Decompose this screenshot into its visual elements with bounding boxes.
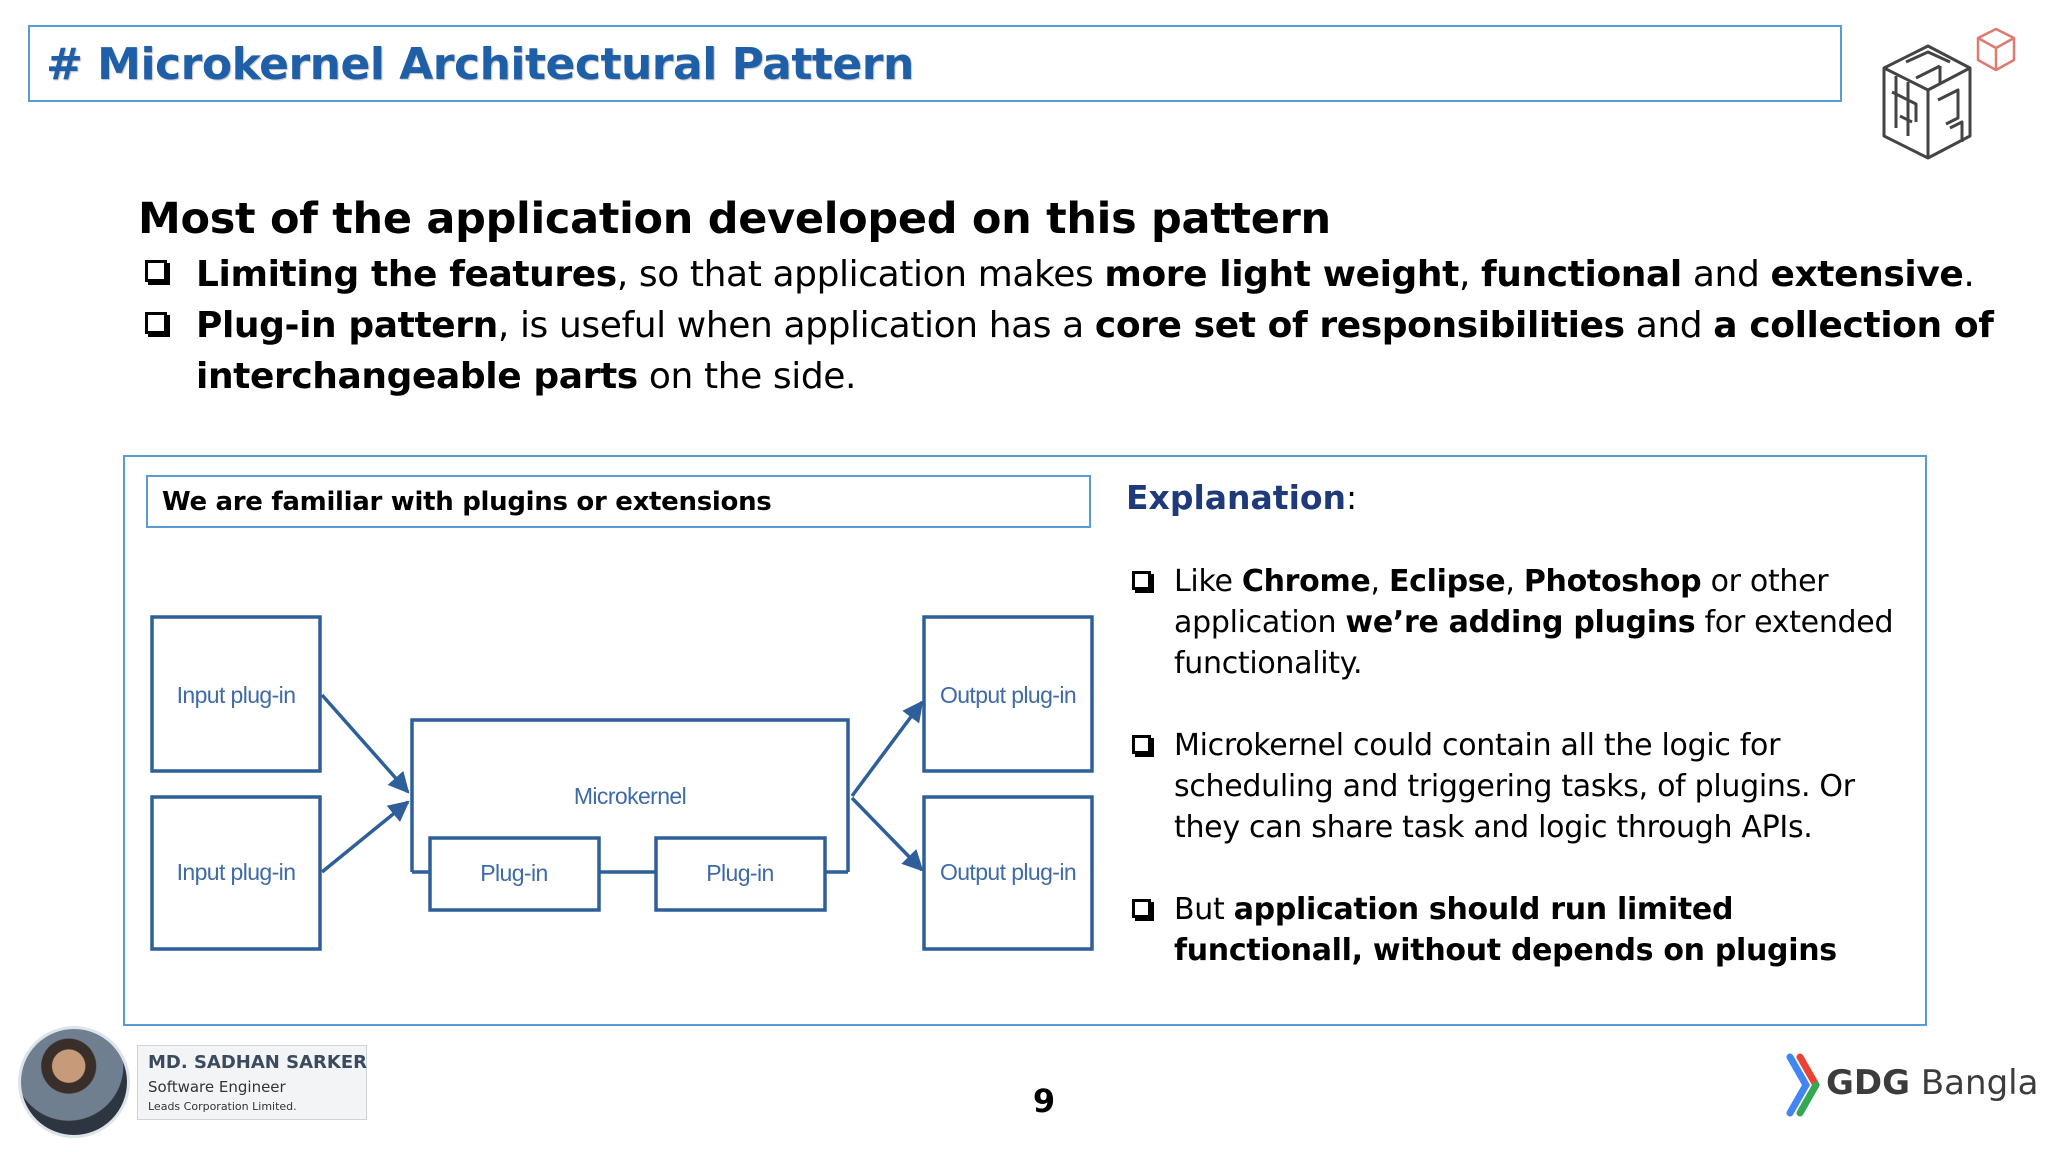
checkbox-bullet-icon <box>1132 571 1151 590</box>
plugin-box <box>428 836 601 912</box>
speaker-role: Software Engineer <box>148 1078 286 1096</box>
input-plugin-box <box>150 615 322 773</box>
speaker-card: MD. SADHAN SARKER Software Engineer Lead… <box>137 1045 367 1120</box>
arrow-icon <box>850 796 924 872</box>
bullet-plugin-pattern: Plug-in pattern, is useful when applicat… <box>196 305 1994 346</box>
checkbox-bullet-icon <box>1132 735 1151 754</box>
bullet-plugin-pattern-continued: interchangeable parts on the side. <box>196 356 857 397</box>
explanation-item-limited: But application should run limited funct… <box>1174 892 1837 968</box>
input-plugin-label: Input plug-in <box>177 682 296 708</box>
main-heading: Most of the application developed on thi… <box>138 194 1331 244</box>
diagram-panel <box>123 455 1927 1026</box>
microkernel-label: Microkernel <box>574 783 686 809</box>
microkernel-diagram: Input plug-in Input plug-in Microkernel … <box>150 615 1094 951</box>
output-plugin-label: Output plug-in <box>940 682 1076 708</box>
diagram-caption-box: We are familiar with plugins or extensio… <box>146 475 1091 528</box>
plugin-label: Plug-in <box>706 860 773 886</box>
page-number: 9 <box>1032 1082 1056 1120</box>
input-plugin-box <box>150 795 322 951</box>
speaker-name: MD. SADHAN SARKER <box>148 1052 367 1073</box>
diagram-caption: We are familiar with plugins or extensio… <box>162 487 772 517</box>
title-box: # Microkernel Architectural Pattern <box>28 25 1842 102</box>
input-plugin-label: Input plug-in <box>177 859 296 885</box>
output-plugin-box <box>922 795 1094 951</box>
avatar <box>18 1026 130 1138</box>
bullet-limiting-features: Limiting the features, so that applicati… <box>196 254 1975 295</box>
checkbox-bullet-icon <box>145 260 167 282</box>
arrow-icon <box>850 700 924 798</box>
gdg-bangla-logo: GDG Bangla <box>1826 1063 2039 1103</box>
explanation-item-logic: Microkernel could contain all the logic … <box>1174 728 1855 845</box>
slide-title: # Microkernel Architectural Pattern <box>46 39 914 90</box>
arrow-icon <box>320 800 410 874</box>
speaker-company: Leads Corporation Limited. <box>148 1100 297 1113</box>
output-plugin-label: Output plug-in <box>940 859 1076 885</box>
plugin-box <box>654 836 827 912</box>
arrow-icon <box>320 693 410 794</box>
cube-logo-icon <box>1882 27 2016 160</box>
explanation-heading: Explanation: <box>1126 478 1358 517</box>
plugin-label: Plug-in <box>480 860 547 886</box>
output-plugin-box <box>922 615 1094 773</box>
checkbox-bullet-icon <box>145 312 167 334</box>
explanation-item-browsers: Like Chrome, Eclipse, Photoshop or other… <box>1174 564 1894 681</box>
checkbox-bullet-icon <box>1132 899 1151 918</box>
gdg-chevron-icon <box>1786 1053 1820 1117</box>
microkernel-box <box>410 718 850 872</box>
